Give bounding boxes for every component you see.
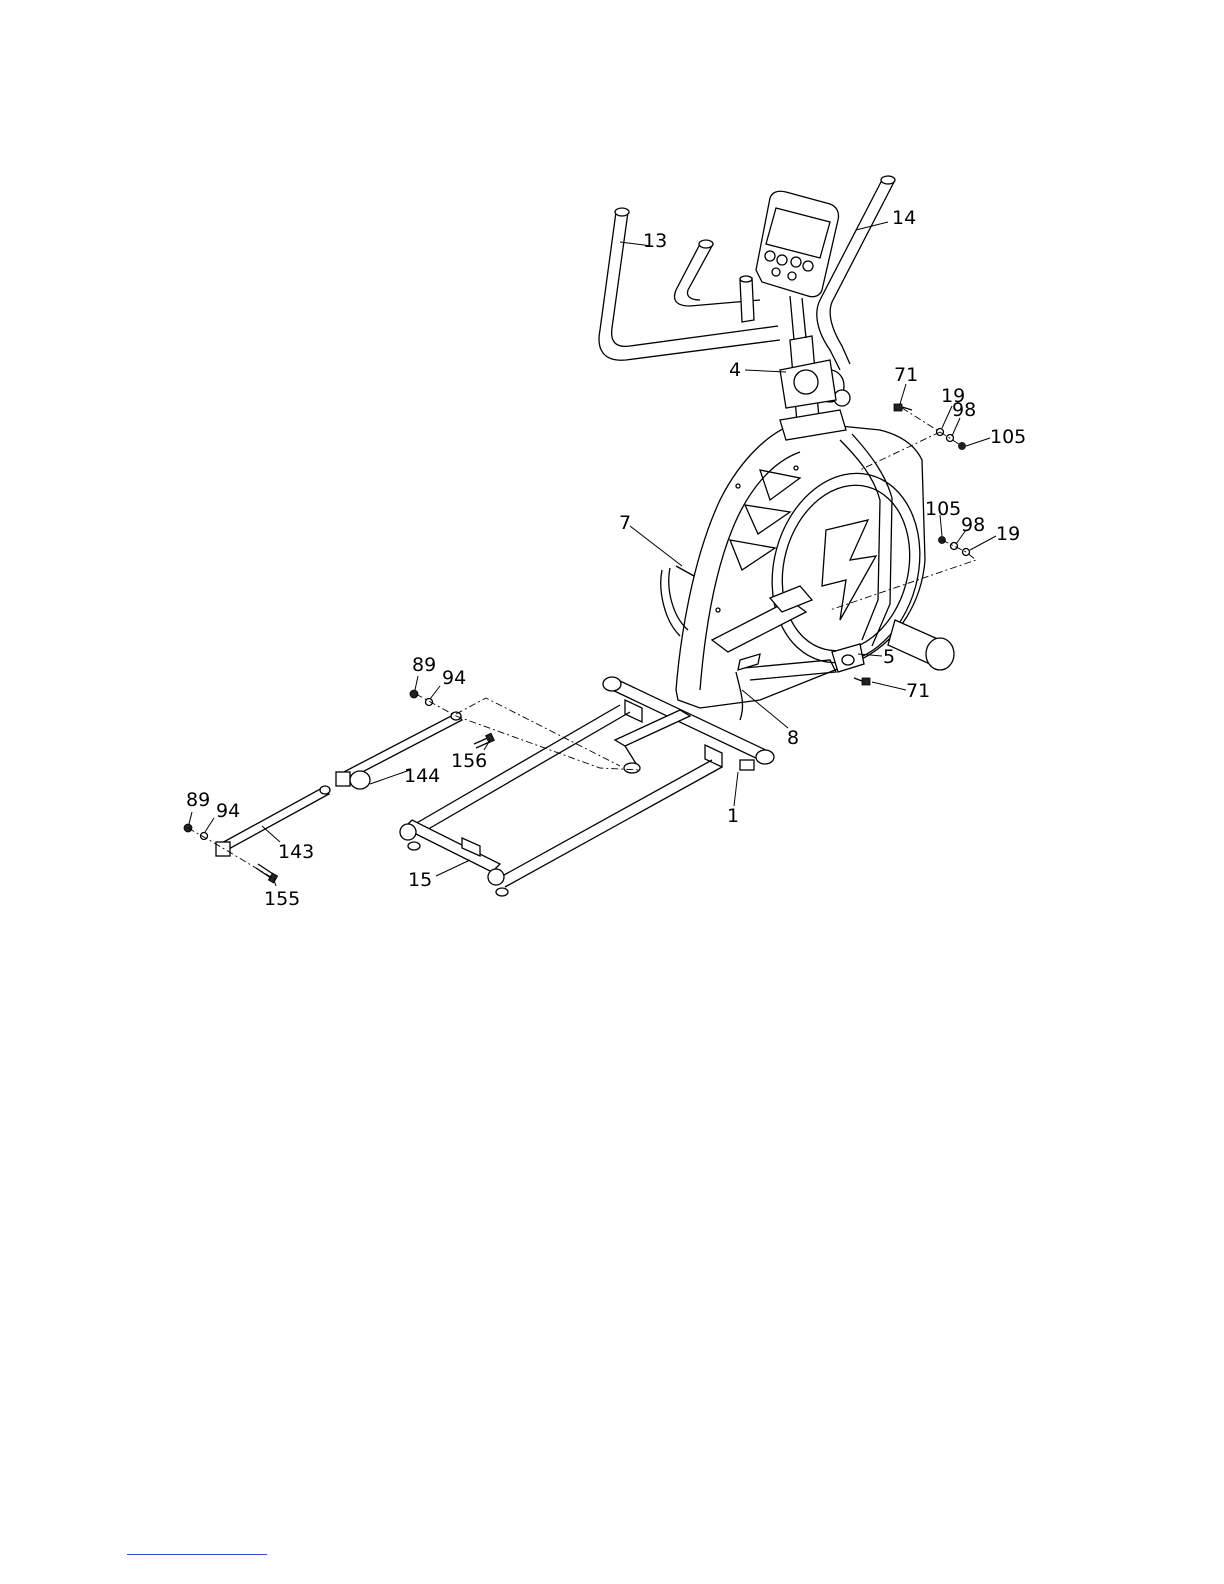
label-part-19-lower: 19 [996,523,1020,545]
label-part-1: 1 [727,805,739,827]
label-part-143: 143 [278,841,314,863]
label-part-105-upper: 105 [990,426,1026,448]
base-rails [408,705,722,887]
bolt-71-upper [894,404,912,411]
label-part-105-lower: 105 [925,498,961,520]
transport-wheel [888,620,954,670]
label-part-15: 15 [408,869,432,891]
label-part-7: 7 [619,512,631,534]
bolt-156 [474,733,494,748]
label-part-144: 144 [404,765,440,787]
label-part-71-upper: 71 [894,364,918,386]
label-part-156: 156 [451,750,487,772]
label-part-98-upper: 98 [952,399,976,421]
label-part-71-lower: 71 [906,680,930,702]
label-part-14: 14 [892,207,916,229]
footer-link-underline[interactable] [127,1554,267,1555]
rail-extension-144 [336,712,462,789]
label-part-98-lower: 98 [961,514,985,536]
label-part-89-upper: 89 [412,654,436,676]
console [756,191,839,340]
label-part-5: 5 [883,646,895,668]
label-part-13: 13 [643,230,667,252]
left-handlebar-13 [599,208,780,360]
label-part-94-lower: 94 [216,800,240,822]
label-part-94-upper: 94 [442,667,466,689]
bolt-71-lower [854,678,870,685]
label-part-4: 4 [729,359,741,381]
label-part-89-lower: 89 [186,789,210,811]
label-part-8: 8 [787,727,799,749]
label-part-155: 155 [264,888,300,910]
